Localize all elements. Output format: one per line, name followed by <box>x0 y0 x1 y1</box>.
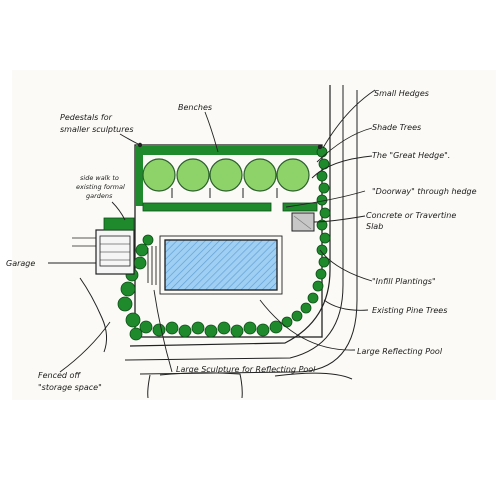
label-large-reflecting-pool: Large Reflecting Pool <box>357 347 443 356</box>
label-sidewalk-line3: gardens <box>86 192 113 200</box>
shade-tree <box>243 158 277 192</box>
paper-sheet <box>12 70 496 400</box>
garage <box>72 217 135 275</box>
label-shade-trees: Shade Trees <box>372 123 421 132</box>
label-fenced-line2: "storage space" <box>38 383 102 392</box>
road-edge-right <box>274 372 353 380</box>
label-sidewalk-line1: side walk to <box>80 174 119 182</box>
shade-tree <box>209 158 243 192</box>
road-curve-outer <box>139 90 358 375</box>
label-fenced-line1: Fenced off <box>38 371 81 380</box>
shade-tree-row <box>142 158 310 192</box>
storage-curve <box>79 277 108 353</box>
leader-lines <box>48 89 376 373</box>
small-hedges <box>281 146 331 328</box>
label-concrete-line2: Slab <box>366 222 383 231</box>
label-pedestals-line2: smaller sculptures <box>60 125 134 134</box>
road-edge-mid <box>159 372 243 399</box>
doorway-hedge-right <box>282 202 318 212</box>
label-infill-plantings: "Infill Plantings" <box>372 277 436 286</box>
reflecting-pool <box>164 239 278 291</box>
benches <box>171 188 278 198</box>
great-hedge-left <box>135 146 143 206</box>
shade-tree <box>142 158 176 192</box>
concrete-slab <box>291 212 315 232</box>
pool-surround <box>159 235 283 295</box>
label-small-hedges: Small Hedges <box>374 89 429 98</box>
label-great-hedge: The "Great Hedge". <box>372 151 450 160</box>
great-hedge <box>135 146 322 155</box>
shade-tree <box>176 158 210 192</box>
label-garage: Garage <box>6 259 35 268</box>
label-sidewalk-line2: existing formal <box>76 183 125 191</box>
road-edge-left <box>147 374 151 399</box>
doorway-hedge-left <box>142 202 272 212</box>
large-sculpture <box>147 246 157 285</box>
road-curve-middle <box>124 85 344 361</box>
label-doorway-hedge: "Doorway" through hedge <box>372 187 477 196</box>
existing-pine-trees <box>117 234 283 341</box>
label-existing-pine-trees: Existing Pine Trees <box>372 306 447 315</box>
label-concrete-line1: Concrete or Travertine <box>366 211 456 220</box>
shade-tree <box>276 158 310 192</box>
label-benches: Benches <box>178 103 212 112</box>
label-pedestals-line1: Pedestals for <box>60 113 113 122</box>
label-large-sculpture: Large Sculpture for Reflecting Pool <box>176 365 316 374</box>
road-curve-inner <box>129 85 331 347</box>
